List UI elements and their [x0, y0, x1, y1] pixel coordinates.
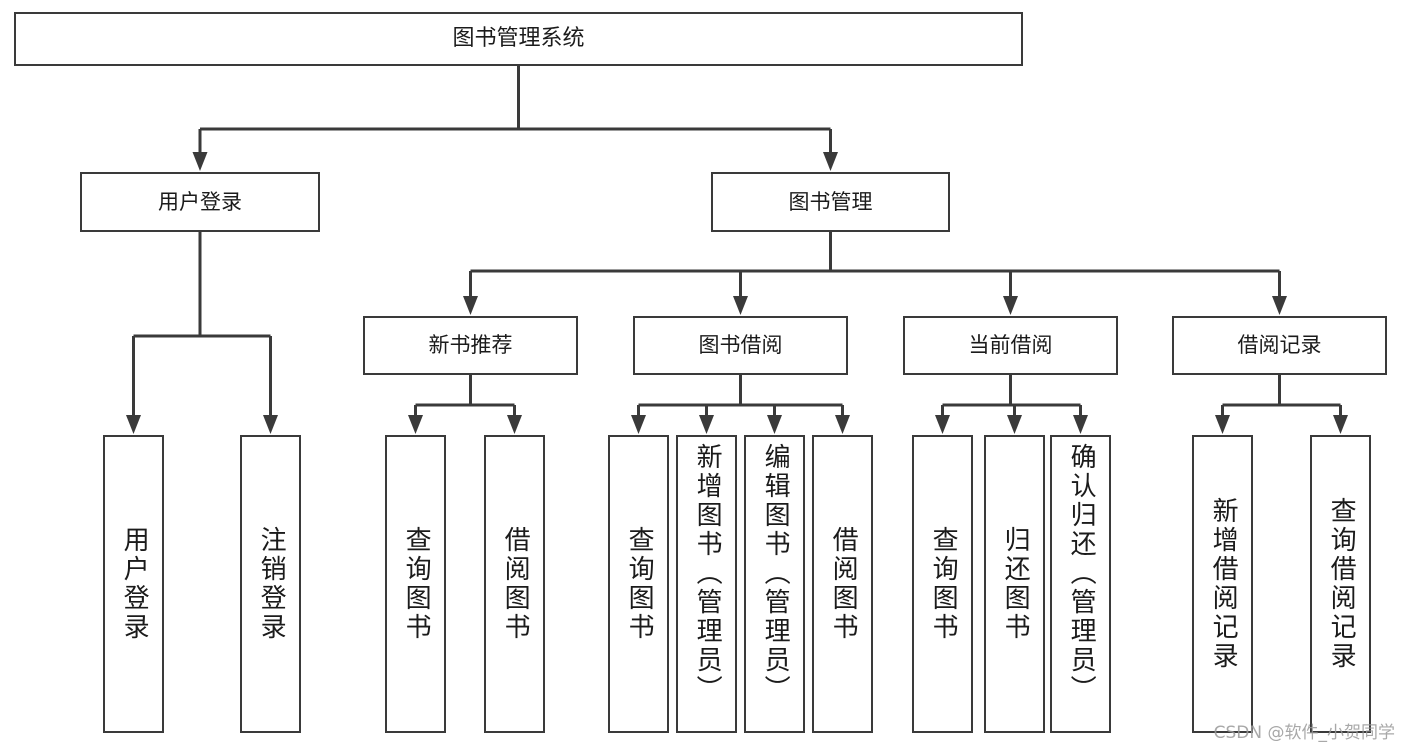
- leaf-query-book-current[interactable]: 查询图书: [912, 435, 973, 733]
- node-label: 当前借阅: [968, 333, 1053, 358]
- node-label: 借阅图书: [500, 526, 531, 642]
- node-label: 借阅图书: [828, 526, 859, 642]
- node-new-book-recommend[interactable]: 新书推荐: [363, 316, 578, 375]
- node-label: 借阅记录: [1237, 333, 1322, 358]
- node-label: 用户登录: [119, 526, 150, 642]
- node-label: 查询图书: [928, 526, 959, 642]
- leaf-user-login[interactable]: 用户登录: [103, 435, 164, 733]
- node-label: 确认归还（管理员）: [1066, 443, 1097, 704]
- node-label: 图书借阅: [698, 333, 783, 358]
- node-label: 归还图书: [1000, 526, 1031, 642]
- node-label: 注销登录: [256, 526, 287, 642]
- node-book-borrow[interactable]: 图书借阅: [633, 316, 848, 375]
- node-label: 查询借阅记录: [1326, 497, 1357, 671]
- node-book-management-system[interactable]: 图书管理系统: [14, 12, 1023, 66]
- leaf-add-borrow-record[interactable]: 新增借阅记录: [1192, 435, 1253, 733]
- leaf-logout[interactable]: 注销登录: [240, 435, 301, 733]
- node-current-borrow[interactable]: 当前借阅: [903, 316, 1118, 375]
- leaf-return-book[interactable]: 归还图书: [984, 435, 1045, 733]
- node-label: 新增图书（管理员）: [692, 443, 723, 704]
- node-label: 新书推荐: [428, 333, 513, 358]
- leaf-query-book-recommend[interactable]: 查询图书: [385, 435, 446, 733]
- node-user-login[interactable]: 用户登录: [80, 172, 320, 232]
- node-label: 图书管理: [788, 189, 873, 214]
- csdn-watermark: CSDN @软件_小贺同学: [1213, 723, 1395, 743]
- leaf-borrow-book-recommend[interactable]: 借阅图书: [484, 435, 545, 733]
- node-label: 用户登录: [158, 189, 242, 214]
- node-borrow-record[interactable]: 借阅记录: [1172, 316, 1387, 375]
- leaf-confirm-return-admin[interactable]: 确认归还（管理员）: [1050, 435, 1111, 733]
- leaf-borrow-book-borrow[interactable]: 借阅图书: [812, 435, 873, 733]
- node-label: 查询图书: [401, 526, 432, 642]
- node-label: 编辑图书（管理员）: [760, 443, 791, 704]
- node-label: 新增借阅记录: [1208, 497, 1239, 671]
- leaf-add-book-admin[interactable]: 新增图书（管理员）: [676, 435, 737, 733]
- leaf-query-borrow-record[interactable]: 查询借阅记录: [1310, 435, 1371, 733]
- leaf-query-book-borrow[interactable]: 查询图书: [608, 435, 669, 733]
- node-label: 查询图书: [624, 526, 655, 642]
- leaf-edit-book-admin[interactable]: 编辑图书（管理员）: [744, 435, 805, 733]
- node-book-management[interactable]: 图书管理: [711, 172, 950, 232]
- node-label: 图书管理系统: [452, 25, 585, 51]
